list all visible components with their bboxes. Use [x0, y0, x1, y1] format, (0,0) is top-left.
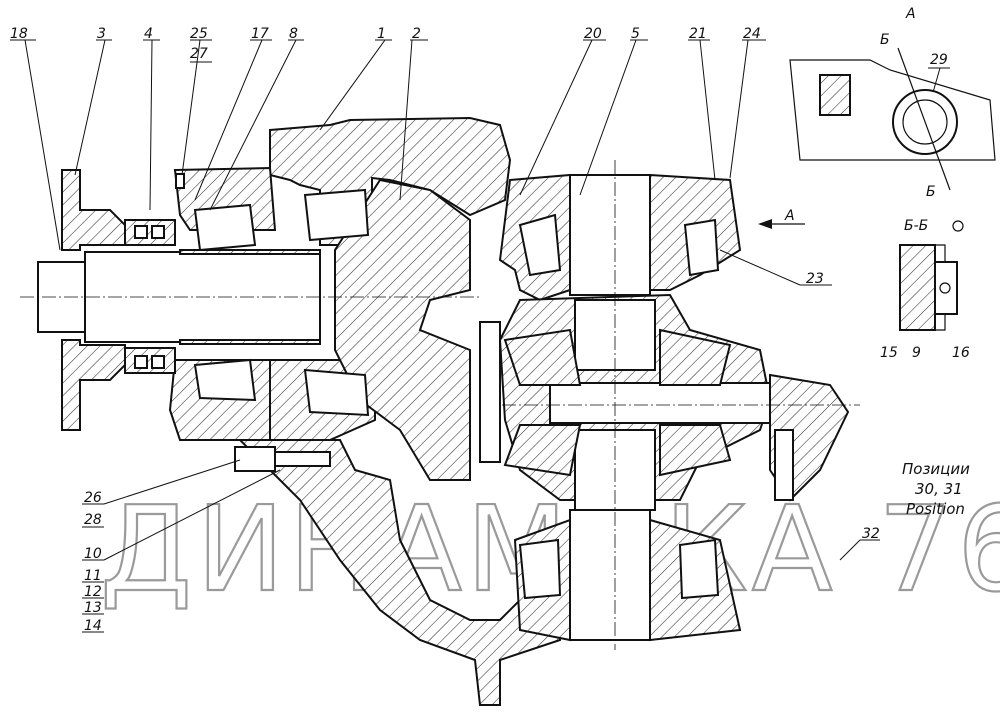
- label-28: 28: [84, 512, 102, 528]
- satellite-gears: [503, 328, 732, 477]
- label-24: 24: [743, 26, 761, 42]
- bolts: [175, 173, 794, 501]
- leader-lines: [10, 39, 950, 633]
- label-1: 1: [377, 26, 386, 42]
- detail-label-a: A: [905, 6, 916, 22]
- label-8: 8: [289, 26, 298, 42]
- section-title-b-b: Б-Б: [904, 218, 928, 234]
- section-mark-b-top: Б: [880, 32, 890, 48]
- label-29: 29: [930, 52, 948, 68]
- label-10: 10: [84, 546, 102, 562]
- label-12: 12: [84, 584, 102, 600]
- arrow-label-a: A: [784, 208, 795, 224]
- note-line-2: 30, 31: [915, 480, 963, 498]
- note-line-1: Позиции: [902, 460, 970, 478]
- label-25: 25: [190, 26, 208, 42]
- note-line-3: Position: [906, 500, 965, 518]
- label-23: 23: [806, 271, 824, 287]
- label-27: 27: [190, 46, 208, 62]
- label-4: 4: [144, 26, 153, 42]
- label-16: 16: [952, 345, 970, 361]
- pinion-bearings: [179, 188, 370, 417]
- label-3: 3: [97, 26, 106, 42]
- view-arrow-a: [758, 219, 805, 229]
- label-11: 11: [84, 568, 102, 584]
- label-15: 15: [880, 345, 898, 361]
- positions-note: Позиции 30, 31 Position: [902, 460, 970, 518]
- seal-assembly: [124, 219, 176, 374]
- detail-view-a: [789, 47, 996, 191]
- label-21: 21: [689, 26, 707, 42]
- input-flange: [20, 169, 480, 431]
- differential-bearings: [518, 213, 720, 600]
- section-b-b: [899, 244, 958, 331]
- section-mark-b-bottom: Б: [926, 184, 936, 200]
- section-circle-mark: [952, 220, 964, 232]
- label-17: 17: [251, 26, 269, 42]
- label-20: 20: [584, 26, 602, 42]
- label-5: 5: [631, 26, 640, 42]
- callout-labels: 18 3 4 25 27 17 8 1 2 20 5 21 24 23 26 2…: [10, 6, 970, 634]
- label-18: 18: [10, 26, 28, 42]
- label-32: 32: [862, 526, 880, 542]
- label-13: 13: [84, 600, 102, 616]
- label-14: 14: [84, 618, 102, 634]
- label-2: 2: [412, 26, 421, 42]
- label-26: 26: [84, 490, 102, 506]
- label-9: 9: [912, 345, 921, 361]
